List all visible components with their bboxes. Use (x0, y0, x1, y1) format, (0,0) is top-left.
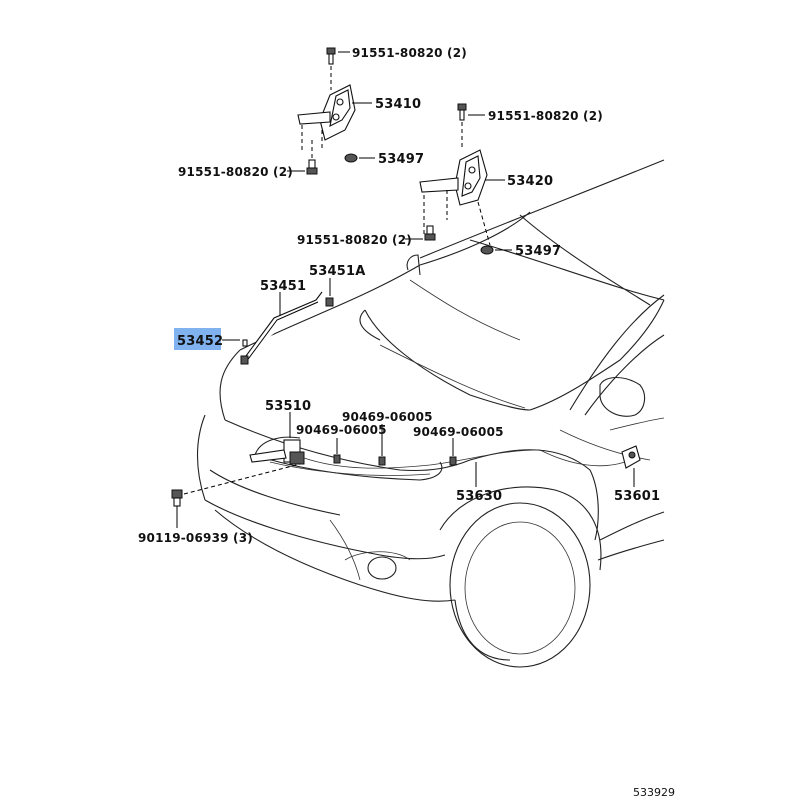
bolt-icon (306, 159, 318, 175)
hinge-rh-icon (419, 149, 488, 206)
rod-holder-icon (325, 297, 334, 307)
label-hood-lock: 53510 (265, 399, 311, 414)
label-clamp-b: 90469-06005 (342, 410, 433, 424)
label-cushion-rh: 53497 (515, 244, 561, 259)
bolt-icon (424, 225, 436, 241)
hinge-lh-icon (297, 84, 356, 141)
label-rod-holder: 53451A (309, 264, 366, 279)
label-clamp-a: 90469-06005 (296, 423, 387, 437)
label-hinge-rh: 53420 (507, 174, 553, 189)
support-rod-icon (242, 291, 323, 363)
clamp-icon (449, 456, 457, 466)
hinge-rh-group (405, 103, 512, 276)
label-hinge-rh-top-bolt: 91551-80820 (2) (488, 109, 603, 123)
label-hinge-lh-bottom-bolt: 91551-80820 (2) (178, 165, 293, 179)
hood-lock-icon (249, 439, 305, 465)
figure-number: 533929 (633, 786, 675, 799)
label-rod-clip-highlighted[interactable]: 53452 (177, 334, 223, 349)
cushion-icon (480, 245, 494, 255)
bolt-icon (457, 103, 467, 121)
cushion-icon (344, 153, 358, 163)
label-release-cable: 53630 (456, 489, 502, 504)
clamp-icon (378, 456, 386, 466)
hood-support-rod-group (222, 278, 334, 365)
car-body-outline (196, 159, 665, 668)
hood-lock-group (171, 412, 641, 528)
label-hinge-rh-bottom-bolt: 91551-80820 (2) (297, 233, 412, 247)
part-labels: 91551-80820 (2) 53410 53497 91551-80820 … (138, 46, 675, 799)
highlight-box (174, 328, 221, 350)
label-clamp-c: 90469-06005 (413, 425, 504, 439)
label-hinge-lh-top-bolt: 91551-80820 (2) (352, 46, 467, 60)
release-lever-icon (621, 445, 641, 469)
bolt-icon (326, 47, 336, 65)
label-support-rod: 53451 (260, 279, 306, 294)
label-hinge-lh: 53410 (375, 97, 421, 112)
clamp-icon (333, 454, 341, 464)
hinge-lh-group (287, 47, 375, 175)
label-release-lever: 53601 (614, 489, 660, 504)
label-lock-bolt: 90119-06939 (3) (138, 531, 253, 545)
rod-clip-icon (240, 339, 249, 365)
label-cushion-lh: 53497 (378, 152, 424, 167)
bolt-icon (171, 489, 183, 507)
